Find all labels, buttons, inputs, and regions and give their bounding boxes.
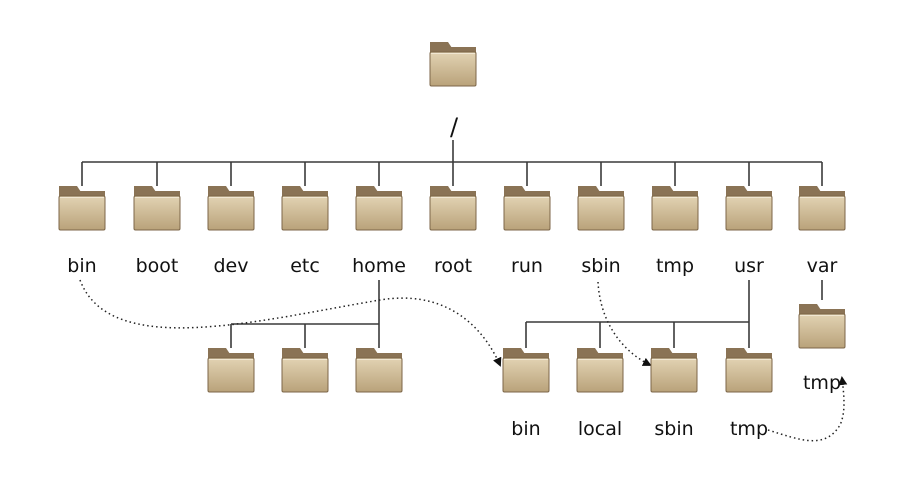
label-sbin: sbin	[581, 255, 621, 277]
folder-icon-home-child-1	[281, 348, 329, 393]
folders	[58, 42, 846, 393]
folder-icon-usr-bin	[502, 348, 550, 393]
label-usr-bin: bin	[511, 418, 541, 440]
link-sbin-to-usr-sbin	[597, 281, 652, 366]
folder-icon-home	[355, 186, 403, 231]
folder-icon-tmp	[651, 186, 699, 231]
folder-icon-var-tmp	[798, 304, 846, 349]
folder-icon-run	[503, 186, 551, 231]
label-usr-tmp: tmp	[729, 418, 769, 440]
label-tmp: tmp	[655, 255, 695, 277]
label-usr-sbin: sbin	[654, 418, 694, 440]
label-boot: boot	[135, 255, 179, 277]
label-usr: usr	[734, 255, 764, 277]
folder-icon-var	[798, 186, 846, 231]
folder-icon-usr-sbin	[650, 348, 698, 393]
folder-icon-usr-tmp	[725, 348, 773, 393]
label-dev: dev	[213, 255, 249, 277]
folder-icon-bin	[58, 186, 106, 231]
tree-lines	[81, 140, 823, 348]
folder-icon-usr-local	[576, 348, 624, 393]
folder-icon-etc	[281, 186, 329, 231]
folder-icon-root	[429, 186, 477, 231]
folder-icon-home-child-2	[355, 348, 403, 393]
folder-icon-root	[429, 42, 477, 87]
label-root: root	[433, 255, 473, 277]
label-var: var	[806, 255, 838, 277]
label-var-tmp: tmp	[802, 372, 842, 394]
folder-icon-dev	[207, 186, 255, 231]
folder-icon-home-child-0	[207, 348, 255, 393]
label-run: run	[511, 255, 543, 277]
label-etc: etc	[290, 255, 320, 277]
label-usr-local: local	[577, 418, 623, 440]
root-label: /	[450, 113, 459, 141]
folder-icon-usr	[725, 186, 773, 231]
folder-icon-sbin	[577, 186, 625, 231]
folder-icon-boot	[133, 186, 181, 231]
label-bin: bin	[67, 255, 97, 277]
label-home: home	[352, 255, 406, 277]
